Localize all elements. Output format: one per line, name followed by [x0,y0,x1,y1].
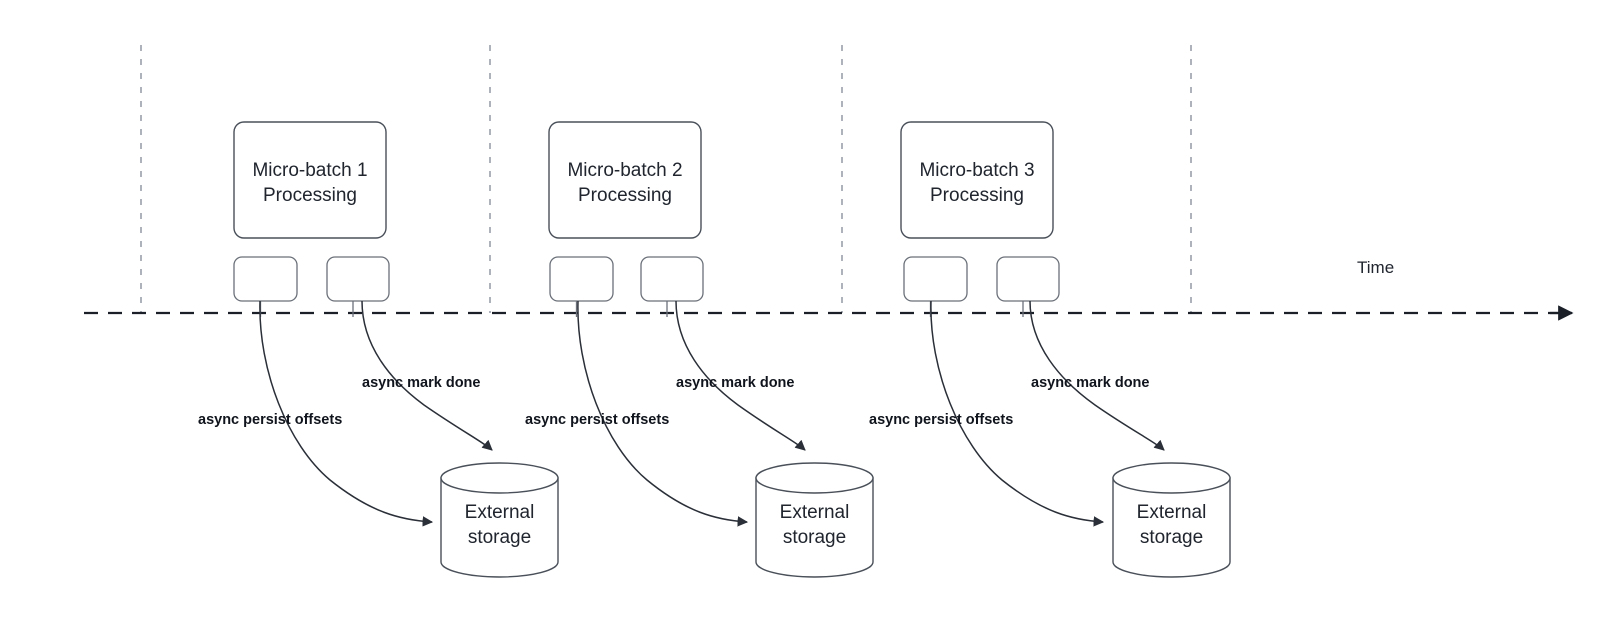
external-storage-3-label-line1: External [1137,502,1207,523]
micro-batch-box-3[interactable] [900,121,1054,239]
async-mark-done-label-3: async mark done [1031,375,1149,391]
micro-batch-box-1[interactable] [233,121,387,239]
async-mark-done-label-2: async mark done [676,375,794,391]
micro-batch-label-line2-2: Processing [578,185,672,206]
micro-batch-label-line2-1: Processing [263,185,357,206]
batch-done-marker-3[interactable] [996,256,1060,302]
async-mark-done-edge-2[interactable] [675,300,806,451]
micro-batch-label-line2-3: Processing [930,185,1024,206]
external-storage-3-label-line2: storage [1140,527,1203,548]
offset-commit-marker-1[interactable] [233,256,298,302]
external-storage-2-cap [755,462,874,494]
async-persist-offsets-label-2: async persist offsets [525,412,669,428]
external-storage-1-label-line1: External [465,502,535,523]
external-storage-3-cap [1112,462,1231,494]
micro-batch-box-2[interactable] [548,121,702,239]
external-storage-1-cap [440,462,559,494]
external-storage-1-label-line2: storage [468,527,531,548]
external-storage-3-body[interactable] [1112,477,1231,578]
batch-done-marker-2[interactable] [640,256,704,302]
timeline-axis-group: Time [84,258,1574,321]
async-persist-offsets-edge-2[interactable] [577,300,749,527]
micro-batch-label-line1-1: Micro-batch 1 [252,160,367,181]
timeline-tick-group [140,45,1192,313]
external-storage-2-label-line1: External [780,502,850,523]
async-persist-offsets-label-3: async persist offsets [869,412,1013,428]
async-persist-offsets-edge-3[interactable] [930,300,1105,527]
external-storage-2-body[interactable] [755,477,874,578]
external-storage-1-body[interactable] [440,477,559,578]
timeline-axis-label: Time [1357,258,1394,277]
offset-commit-marker-2[interactable] [549,256,614,302]
external-storage-2-label-line2: storage [783,527,846,548]
batch-done-marker-1[interactable] [326,256,390,302]
micro-batch-label-line1-3: Micro-batch 3 [919,160,1034,181]
async-mark-done-edge-1[interactable] [361,300,493,451]
micro-batch-label-line1-2: Micro-batch 2 [567,160,682,181]
async-mark-done-edge-3[interactable] [1029,300,1165,451]
offset-commit-marker-3[interactable] [903,256,968,302]
async-persist-offsets-edge-1[interactable] [259,300,434,527]
async-mark-done-label-1: async mark done [362,375,480,391]
async-persist-offsets-label-1: async persist offsets [198,412,342,428]
